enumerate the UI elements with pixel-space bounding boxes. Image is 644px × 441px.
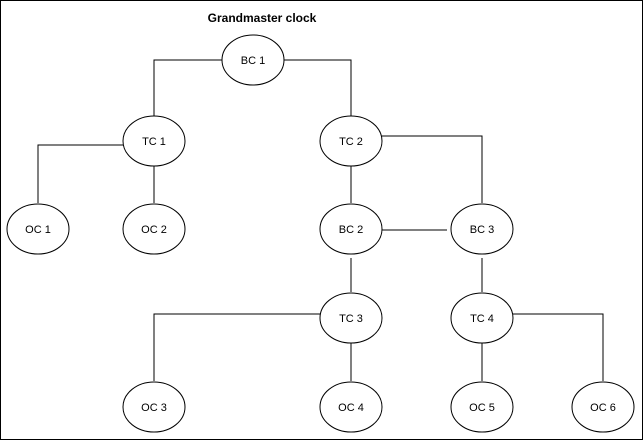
node-label-oc6: OC 6 (590, 402, 616, 414)
node-oc6: OC 6 (571, 381, 635, 433)
edge-bc1-tc1 (153, 59, 222, 116)
node-ellipse-tc3 (319, 292, 383, 344)
node-ellipse-tc2 (319, 115, 383, 167)
node-ellipse-oc6 (571, 381, 635, 433)
node-label-oc3: OC 3 (141, 402, 167, 414)
edge-bc1-tc2 (284, 59, 352, 116)
edge-tc1-oc1 (37, 144, 124, 203)
node-ellipse-bc1 (221, 34, 285, 86)
node-label-tc4: TC 4 (470, 313, 494, 325)
node-label-oc5: OC 5 (469, 402, 495, 414)
node-oc2: OC 2 (122, 203, 186, 255)
node-oc1: OC 1 (6, 203, 70, 255)
node-label-bc1: BC 1 (241, 55, 265, 67)
node-label-tc1: TC 1 (142, 136, 166, 148)
node-bc1: BC 1 (221, 34, 285, 86)
node-label-tc2: TC 2 (339, 136, 363, 148)
node-bc3: BC 3 (450, 203, 514, 255)
node-ellipse-tc4 (450, 292, 514, 344)
node-label-bc3: BC 3 (470, 224, 494, 236)
node-ellipse-oc3 (122, 381, 186, 433)
node-ellipse-oc5 (450, 381, 514, 433)
node-tc4: TC 4 (450, 292, 514, 344)
node-ellipse-bc3 (450, 203, 514, 255)
node-label-oc2: OC 2 (141, 224, 167, 236)
node-label-oc4: OC 4 (338, 402, 364, 414)
node-label-bc2: BC 2 (339, 224, 363, 236)
node-label-tc3: TC 3 (339, 313, 363, 325)
node-oc3: OC 3 (122, 381, 186, 433)
node-ellipse-bc2 (319, 203, 383, 255)
nodes-layer: BC 1 TC 1 TC 2 OC 1 OC 2 BC 2 BC 3 TC 3 TC 4 OC 3… (6, 34, 635, 433)
edges-layer (37, 59, 604, 381)
node-ellipse-tc1 (122, 115, 186, 167)
node-tc2: TC 2 (319, 115, 383, 167)
node-oc5: OC 5 (450, 381, 514, 433)
edge-tc3-oc3 (153, 313, 320, 381)
node-ellipse-oc4 (319, 381, 383, 433)
node-tc1: TC 1 (122, 115, 186, 167)
diagram-title: Grandmaster clock (208, 11, 317, 25)
node-label-oc1: OC 1 (25, 224, 51, 236)
node-ellipse-oc1 (6, 203, 70, 255)
node-tc3: TC 3 (319, 292, 383, 344)
node-bc2: BC 2 (319, 203, 383, 255)
edge-tc2-bc3 (381, 135, 483, 203)
node-ellipse-oc2 (122, 203, 186, 255)
edge-tc4-oc6 (513, 313, 604, 381)
node-oc4: OC 4 (319, 381, 383, 433)
